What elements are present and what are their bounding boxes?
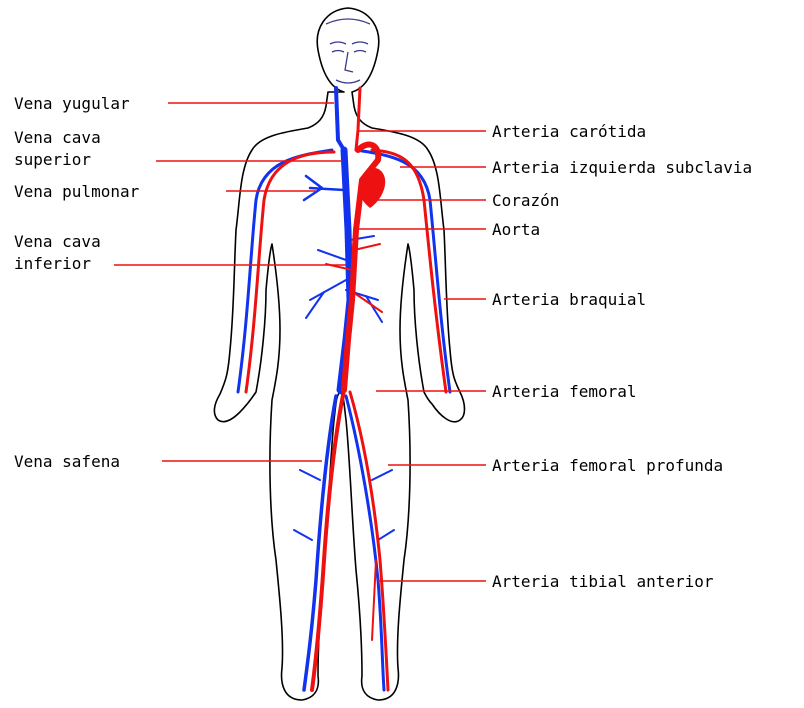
label-arteria-braquial: Arteria braquial: [492, 290, 646, 309]
label-vena-yugular: Vena yugular: [14, 94, 130, 113]
label-vena-cava-superior: Vena cava superior: [14, 128, 110, 169]
label-corazon: Corazón: [492, 191, 559, 210]
labels-left: Vena yugular Vena cava superior Vena pul…: [14, 94, 140, 471]
label-vena-pulmonar: Vena pulmonar: [14, 182, 140, 201]
label-arteria-carotida: Arteria carótida: [492, 122, 646, 141]
label-arteria-izquierda-subclavia: Arteria izquierda subclavia: [492, 158, 752, 177]
label-aorta: Aorta: [492, 220, 540, 239]
labels-right: Arteria carótida Arteria izquierda subcl…: [492, 122, 752, 591]
label-arteria-tibial-anterior: Arteria tibial anterior: [492, 572, 714, 591]
label-arteria-femoral-profunda: Arteria femoral profunda: [492, 456, 723, 475]
label-vena-safena: Vena safena: [14, 452, 120, 471]
label-vena-cava-inferior: Vena cava inferior: [14, 232, 110, 273]
label-arteria-femoral: Arteria femoral: [492, 382, 637, 401]
